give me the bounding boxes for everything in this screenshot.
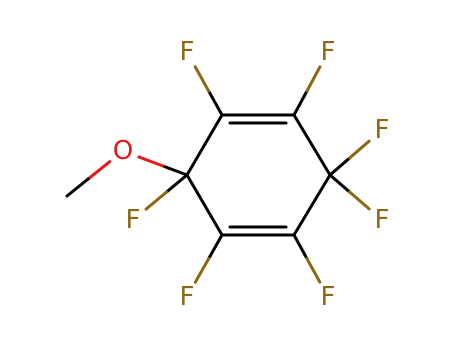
atom-label-f_4: F	[375, 205, 390, 235]
bond-c_right-f_4-a	[328, 173, 352, 194]
atom-label-f_3: F	[375, 115, 390, 145]
atom-label-f_5: F	[126, 205, 141, 235]
bond-c_top_right-f_2-a	[292, 89, 309, 117]
bond-c_right-f_3-a	[328, 156, 352, 177]
atom-label-f_6: F	[180, 282, 195, 312]
bond-layer	[65, 65, 371, 284]
bond-c_right-f_4-b	[348, 190, 371, 211]
bond-c_bottom_right-f_7-b	[305, 257, 322, 284]
bond-c_top_left-f_1-a	[207, 89, 224, 117]
bond-c_top_right-f_2-b	[305, 65, 322, 93]
bond-c_top_right-c_right	[292, 113, 332, 177]
bond-c_left-f_5-b	[144, 190, 169, 211]
atom-label-f_2: F	[321, 37, 336, 67]
atom-label-f_7: F	[321, 282, 336, 312]
bond-c_bottom_left-f_6-a	[207, 233, 224, 261]
bond-o_methoxy-c_methyl-a	[86, 160, 112, 181]
bond-c_left-f_5-a	[165, 173, 189, 194]
bond-c_right-c_bottom_right	[292, 173, 332, 237]
bond-c_right-f_3-b	[348, 139, 371, 160]
bond-c_top_left-f_1-b	[193, 65, 211, 93]
bond-c_bottom_left-c_left	[185, 173, 224, 237]
bond-c_left-o_methoxy-a	[161, 164, 189, 177]
bond-o_methoxy-c_methyl-b	[65, 177, 90, 198]
bond-c_left-o_methoxy-b	[137, 155, 165, 168]
bond-c_left-c_top_left	[185, 113, 224, 177]
bond-c_bottom_right-f_7-a	[292, 233, 309, 261]
atom-label-o_methoxy: O	[113, 136, 133, 166]
atom-label-f_1: F	[180, 37, 195, 67]
atom-label-layer: O F F F F F F F	[113, 37, 390, 312]
bond-c_bottom_left-f_6-b	[193, 257, 211, 284]
